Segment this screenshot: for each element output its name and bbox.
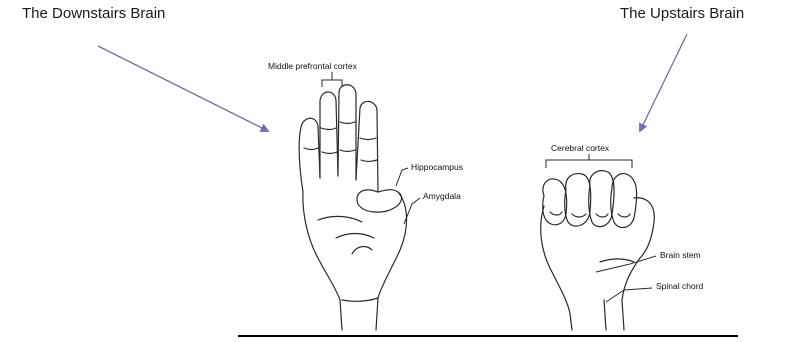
right-leader-lines [546,154,656,302]
upstairs-pointer-arrow [640,34,687,131]
label-brain-stem: Brain stem [660,250,701,260]
label-hippocampus: Hippocampus [411,162,463,172]
label-spinal-chord: Spinal chord [656,281,704,291]
open-hand-illustration [299,85,406,330]
label-cerebral-cortex: Cerebral cortex [551,143,610,153]
downstairs-pointer-arrow [98,46,268,131]
fist-illustration [541,171,655,330]
label-amygdala: Amygdala [423,191,461,201]
label-middle-prefrontal-cortex: Middle prefrontal cortex [268,61,358,71]
